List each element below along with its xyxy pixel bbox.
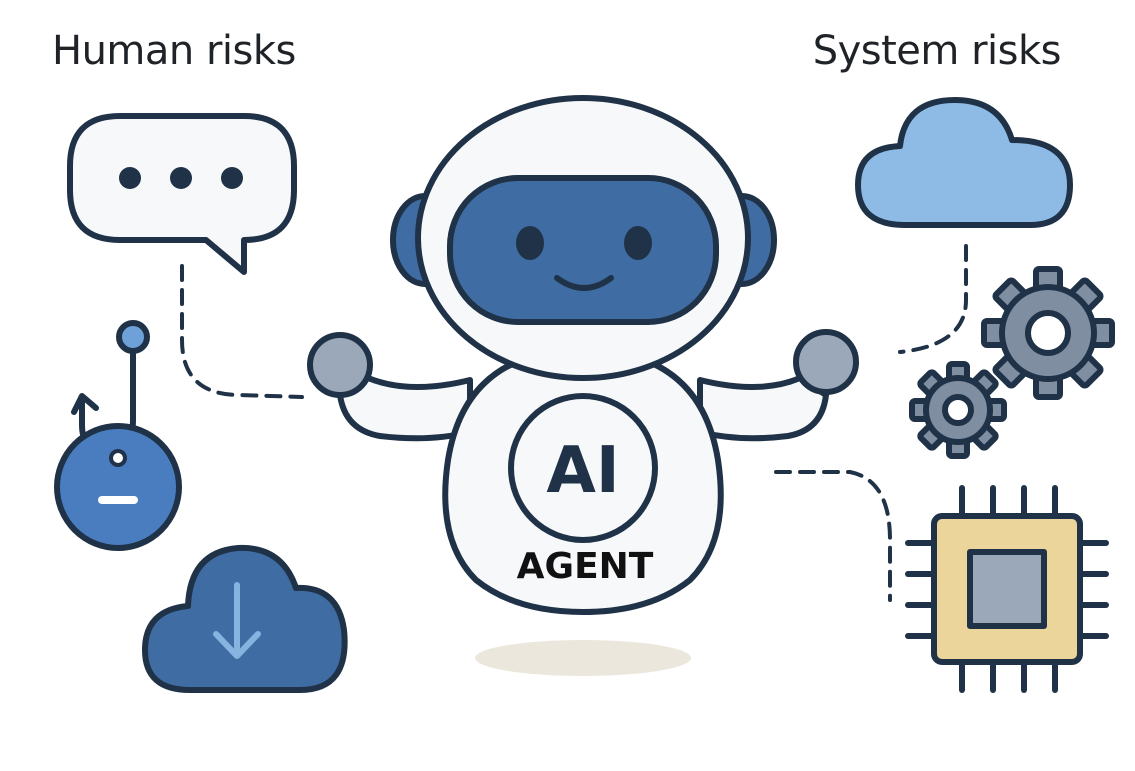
- connector-speech-to-robot: [180, 264, 304, 399]
- chip-icon: [905, 485, 1109, 693]
- connector-robot-to-chip: [774, 470, 892, 602]
- robot-right-arm: [697, 375, 829, 442]
- robot-left-arm: [337, 375, 473, 442]
- robot-visor: [447, 175, 719, 325]
- human-risks-title: Human risks: [52, 28, 296, 74]
- robot-smile: [554, 275, 614, 291]
- agent-label: AGENT: [517, 546, 654, 587]
- robot-left-eye: [516, 226, 544, 260]
- ai-badge-label: AI: [546, 434, 619, 508]
- connector-cloud-to-gears: [898, 244, 968, 354]
- small-gear-icon: [909, 361, 1007, 459]
- download-arrow-icon: [213, 582, 261, 659]
- phishing-hook-icon: [54, 320, 182, 551]
- cloud-icon: [855, 97, 1073, 228]
- system-risks-title: System risks: [812, 28, 1062, 74]
- robot-shadow: [475, 640, 691, 676]
- robot-icon: AI AGENT: [307, 95, 859, 676]
- large-gear-icon: [981, 266, 1115, 400]
- ai-badge: [508, 393, 658, 543]
- cloud-download-icon: [142, 544, 348, 693]
- speech-bubble-icon: [67, 113, 297, 275]
- robot-right-eye: [624, 226, 652, 260]
- gears-icon: [909, 266, 1115, 459]
